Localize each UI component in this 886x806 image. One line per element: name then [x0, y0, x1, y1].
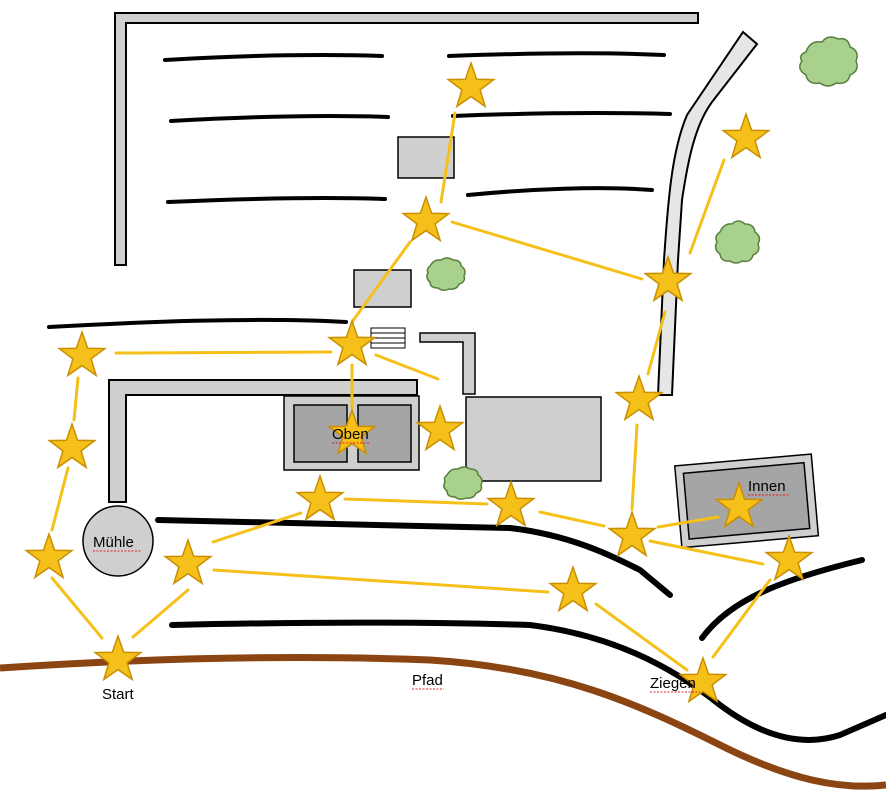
row-line	[451, 110, 672, 118]
trees	[426, 36, 858, 501]
route-star[interactable]	[58, 331, 106, 377]
row-line	[163, 53, 384, 62]
label-pfad: Pfad	[412, 672, 443, 689]
tree-icon	[714, 220, 761, 264]
tree-icon	[426, 257, 466, 292]
brown-path	[0, 654, 886, 790]
route-star[interactable]	[487, 481, 535, 527]
label-muehle: Mühle	[93, 534, 134, 551]
row-line	[169, 114, 390, 123]
muehle-circle	[82, 505, 154, 577]
route-star[interactable]	[608, 511, 656, 557]
route-star[interactable]	[94, 635, 142, 681]
right-curved-wall	[656, 30, 759, 396]
tree-icon	[443, 466, 483, 501]
row-line	[166, 196, 387, 204]
route-star[interactable]	[402, 196, 450, 242]
route-lines	[50, 111, 772, 672]
route-star[interactable]	[549, 566, 597, 612]
route-star[interactable]	[615, 375, 663, 421]
road-line-lower	[169, 619, 886, 744]
route-star[interactable]	[328, 320, 376, 366]
label-oben: Oben	[332, 426, 369, 443]
route-star[interactable]	[296, 475, 344, 521]
stairs	[370, 327, 406, 349]
tree-icon	[799, 36, 858, 87]
building-small-mid	[353, 269, 412, 308]
row-lines	[47, 51, 672, 329]
label-innen: Innen	[748, 478, 786, 495]
route-star[interactable]	[416, 405, 464, 451]
label-ziegen: Ziegen	[650, 675, 696, 692]
route-star[interactable]	[48, 423, 96, 469]
road-line-upper	[155, 517, 673, 598]
row-line	[47, 317, 348, 329]
top-left-wall	[114, 12, 699, 266]
route-star[interactable]	[164, 539, 212, 585]
label-start: Start	[102, 686, 135, 703]
route-star[interactable]	[447, 62, 495, 108]
row-line	[466, 186, 654, 197]
row-line	[447, 51, 666, 58]
route-star[interactable]	[25, 533, 73, 579]
small-l-wall	[419, 332, 476, 395]
building-large	[465, 396, 602, 482]
middle-l-wall	[108, 379, 418, 503]
route-star[interactable]	[722, 113, 770, 159]
